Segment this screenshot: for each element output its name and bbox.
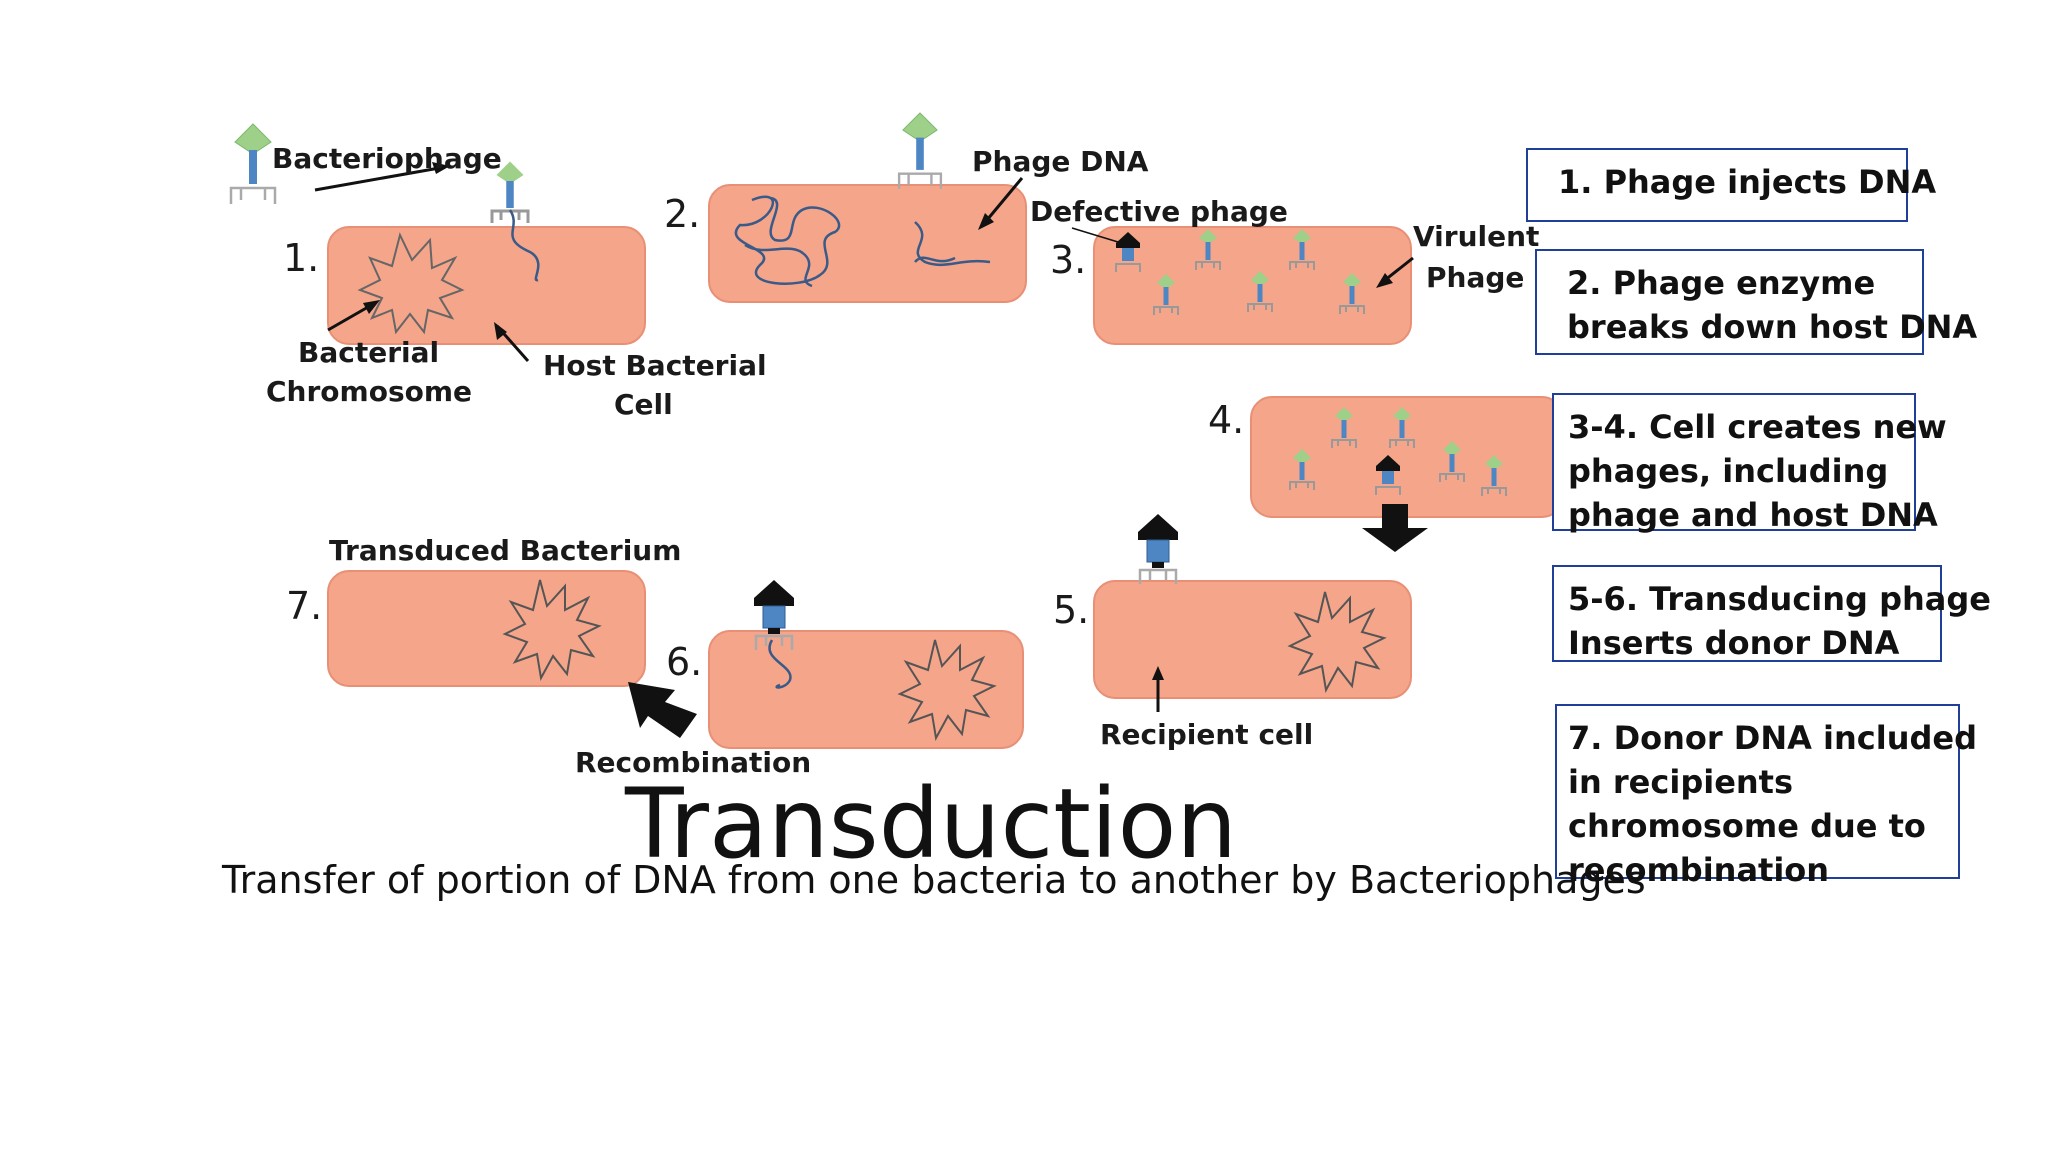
cell-step-3 xyxy=(1093,226,1412,345)
step-box-2-line2: breaks down host DNA xyxy=(1567,308,1978,346)
step-number-4: 4. xyxy=(1208,398,1245,442)
cell-step-5 xyxy=(1093,580,1412,699)
host-dna-fragments xyxy=(734,195,841,288)
recombined-star-step7 xyxy=(502,579,602,682)
step-number-6: 6. xyxy=(666,640,703,684)
label-host-bacterial-cell-line2: Cell xyxy=(614,388,673,421)
bacteriophage-large xyxy=(229,122,277,206)
label-recipient-cell: Recipient cell xyxy=(1100,718,1314,751)
bacterial-chromosome-star-step1 xyxy=(357,232,465,335)
step-box-7-line2: in recipients xyxy=(1568,763,1794,801)
cell-step-1 xyxy=(327,226,646,345)
step-number-5: 5. xyxy=(1053,588,1090,632)
down-arrow xyxy=(1362,504,1428,552)
step-number-1: 1. xyxy=(283,236,320,280)
label-virulent-phage-line2: Phage xyxy=(1426,261,1525,294)
label-host-bacterial-cell-line1: Host Bacterial xyxy=(543,349,767,382)
step-box-1: 1. Phage injects DNA xyxy=(1526,148,1937,222)
cell-step-2 xyxy=(708,184,1027,303)
label-bacterial-chromosome-line1: Bacterial xyxy=(298,336,440,369)
label-virulent-phage-line1: Virulent xyxy=(1413,220,1540,253)
transducing-phage-step5 xyxy=(1136,512,1180,586)
label-recombination: Recombination xyxy=(575,746,812,779)
label-transduced-bacterium: Transduced Bacterium xyxy=(329,534,682,567)
step-box-2: 2. Phage enzyme breaks down host DNA xyxy=(1535,249,1978,355)
step-box-7: 7. Donor DNA included in recipients chro… xyxy=(1555,704,1978,889)
donor-star-step5 xyxy=(1287,591,1387,694)
step-box-3-4-line2: phages, including xyxy=(1568,452,1889,490)
step-box-2-line1: 2. Phage enzyme xyxy=(1567,264,1876,302)
step-box-7-line1: 7. Donor DNA included xyxy=(1568,719,1978,757)
recombination-arrow xyxy=(628,682,697,738)
label-defective-phage: Defective phage xyxy=(1030,195,1288,228)
step-number-3: 3. xyxy=(1050,238,1087,282)
step-box-5-6: 5-6. Transducing phage Inserts donor DNA xyxy=(1552,565,1991,662)
diagram-subtitle: Transfer of portion of DNA from one bact… xyxy=(222,858,1646,902)
star-step6 xyxy=(897,639,997,742)
step-box-7-line3: chromosome due to xyxy=(1568,807,1926,845)
step-box-5-6-line1: 5-6. Transducing phage xyxy=(1568,580,1991,618)
label-bacterial-chromosome-line2: Chromosome xyxy=(266,375,473,408)
phage-attached-step2 xyxy=(897,111,943,191)
cell-step-6 xyxy=(708,630,1024,749)
step-box-1-line1: 1. Phage injects DNA xyxy=(1558,163,1937,201)
step-number-2: 2. xyxy=(664,192,701,236)
step-number-7: 7. xyxy=(286,584,323,628)
step-box-3-4: 3-4. Cell creates new phages, including … xyxy=(1552,393,1947,534)
label-bacteriophage: Bacteriophage xyxy=(272,142,502,175)
transducing-phage-step6 xyxy=(752,578,796,652)
step-box-3-4-line3: phage and host DNA xyxy=(1568,496,1938,534)
defective-phage-step3 xyxy=(1115,231,1141,273)
defective-phage-step4 xyxy=(1375,454,1401,496)
label-phage-dna: Phage DNA xyxy=(972,145,1149,178)
step-box-3-4-line1: 3-4. Cell creates new xyxy=(1568,408,1947,446)
step-box-7-line4: recombination xyxy=(1568,851,1830,889)
donor-dna-step6 xyxy=(768,639,792,689)
diagram-title: Transduction xyxy=(625,768,1238,880)
step-box-5-6-line2: Inserts donor DNA xyxy=(1568,624,1900,662)
injected-dna-step1 xyxy=(508,209,540,282)
phage-dna-step2 xyxy=(914,221,991,267)
